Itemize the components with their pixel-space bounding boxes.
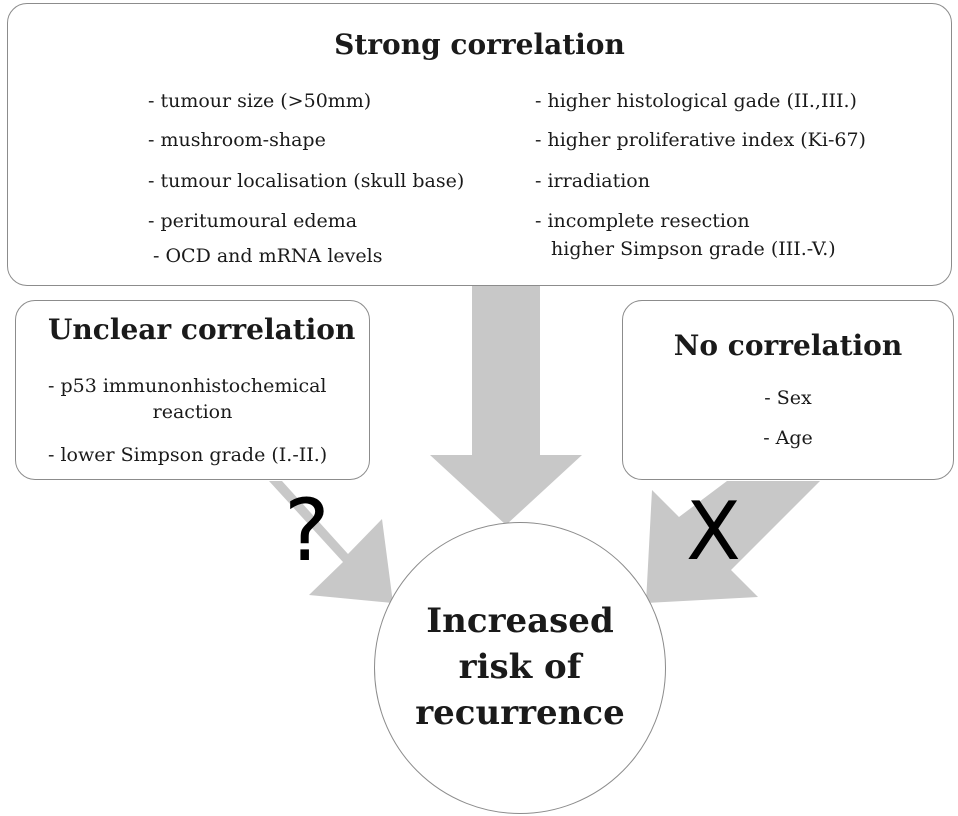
strong-factor: - mushroom-shape xyxy=(148,129,326,151)
strong-factor: - tumour localisation (skull base) xyxy=(148,170,465,192)
strong-factor: - OCD and mRNA levels xyxy=(153,245,383,267)
question-mark-icon: ? xyxy=(284,481,330,581)
strong-factor: - higher proliferative index (Ki-67) xyxy=(535,129,866,151)
strong-factor: - incomplete resection xyxy=(535,210,750,232)
strong-correlation-box: Strong correlation - tumour size (>50mm)… xyxy=(7,3,952,286)
unclear-factor: - p53 immunonhistochemical xyxy=(48,375,327,397)
outcome-circle: Increased risk of recurrence xyxy=(374,522,666,814)
outcome-line: risk of xyxy=(458,647,582,687)
unclear-correlation-title: Unclear correlation xyxy=(48,313,356,346)
unclear-correlation-box: Unclear correlation - p53 immunonhistoch… xyxy=(15,300,370,480)
strong-factor: - peritumoural edema xyxy=(148,210,358,232)
unclear-factor: reaction xyxy=(152,401,233,423)
strong-correlation-title: Strong correlation xyxy=(334,28,625,61)
strong-factor: - higher histological gade (II.,III.) xyxy=(535,90,857,112)
arrow-strong-to-outcome xyxy=(430,286,582,525)
arrow-none-to-outcome xyxy=(646,481,820,603)
strong-factor: higher Simpson grade (III.-V.) xyxy=(551,238,836,260)
unclear-factor: - lower Simpson grade (I.-II.) xyxy=(48,444,328,466)
strong-factor: - irradiation xyxy=(535,170,650,192)
outcome-line: Increased xyxy=(426,601,614,641)
no-correlation-factor: - Sex xyxy=(764,387,812,409)
strong-factor: - tumour size (>50mm) xyxy=(148,90,372,112)
arrow-unclear-to-outcome xyxy=(208,481,393,603)
no-correlation-title: No correlation xyxy=(673,329,903,362)
cross-mark-icon: X xyxy=(686,485,741,578)
no-correlation-factor: - Age xyxy=(763,427,813,449)
no-correlation-box: No correlation - Sex - Age xyxy=(622,300,954,480)
outcome-line: recurrence xyxy=(415,693,625,733)
